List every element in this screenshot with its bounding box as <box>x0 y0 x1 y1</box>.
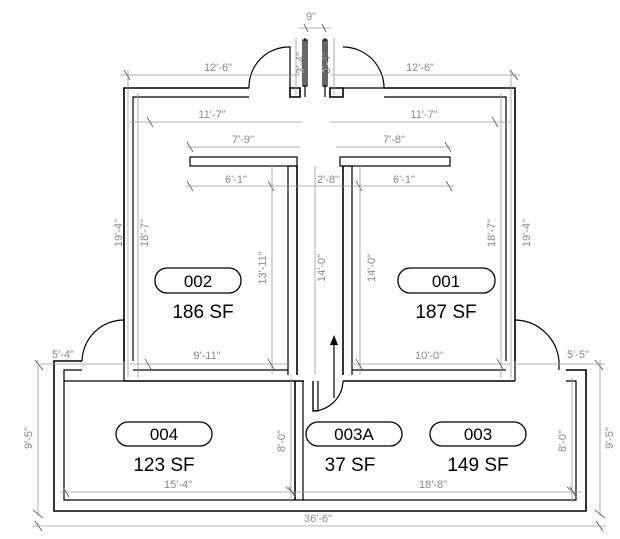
dim-center-left-14-0: 14'-0" <box>316 254 328 282</box>
tick <box>496 358 504 370</box>
door-corridor-leaf <box>312 381 319 412</box>
dim-right-8-0: 8'-0" <box>557 430 569 452</box>
dim-top-left: 12'-6" <box>204 62 232 74</box>
lower-left-top-join <box>64 361 125 382</box>
room-tag-003a[interactable]: 003A 37 SF <box>305 421 403 476</box>
room-number: 003A <box>334 425 374 444</box>
wall-top-center-left <box>289 87 301 98</box>
dim-overall: 36'-6" <box>304 513 332 525</box>
wall-upper-right-inner <box>384 96 507 361</box>
dim-door-left: 3'-4" <box>295 52 307 74</box>
dim-inner-left: 11'-7" <box>198 109 225 121</box>
lower-inner-wall <box>63 369 577 501</box>
tick <box>595 520 604 532</box>
dim-inner-right: 11'-7" <box>410 109 437 121</box>
room-area: 186 SF <box>172 302 233 323</box>
dim-left-outer: 19'-4" <box>113 219 125 247</box>
wall-upper-right-outer <box>384 87 516 361</box>
dimension-lines <box>32 23 606 532</box>
wall-upper-left-outer <box>123 87 249 361</box>
tick <box>321 23 327 33</box>
room-number: 001 <box>432 272 460 291</box>
dim-right-6-1: 6'-1" <box>393 174 415 186</box>
tick <box>186 180 194 192</box>
dim-right-inner: 18'-7" <box>486 219 498 247</box>
dim-bottom-18-8: 18'-8" <box>419 479 447 491</box>
tick <box>303 23 309 33</box>
dim-left-8-0: 8'-0" <box>276 430 288 452</box>
room-area: 37 SF <box>325 455 376 476</box>
door-top-right-swing <box>342 46 385 89</box>
tick <box>186 141 194 153</box>
tick <box>267 180 275 192</box>
room-tag-box <box>154 267 242 294</box>
partition-left <box>189 156 298 167</box>
tick <box>34 359 44 371</box>
walls <box>53 38 587 512</box>
room-tag-box <box>305 421 403 447</box>
tick <box>569 486 577 498</box>
dim-partition-right: 7'-8" <box>383 134 405 146</box>
room-tag-box <box>429 421 527 447</box>
dim-left-6-1: 6'-1" <box>225 174 247 186</box>
tick <box>594 509 606 519</box>
dim-left-13-11: 13'-11" <box>257 251 269 284</box>
room-tag-002[interactable]: 002 186 SF <box>154 267 242 323</box>
room-tag-001[interactable]: 001 187 SF <box>397 267 496 323</box>
dimension-labels: 9" 3'-4" 3'-4" 12'-6" 12'-6" 11'-7" 11'-… <box>23 11 616 525</box>
dim-left-inner: 18'-7" <box>139 219 151 247</box>
room-number: 002 <box>184 272 212 291</box>
dim-door-lower-left: 5'-4" <box>52 349 74 361</box>
room-tag-box <box>397 267 496 294</box>
tick <box>144 358 152 370</box>
tick <box>34 520 43 532</box>
dim-door-right: 3'-4" <box>321 52 333 74</box>
room-area: 149 SF <box>447 455 508 476</box>
wall-gap-post-left <box>302 39 308 87</box>
tick <box>445 180 453 192</box>
dim-gap-top: 9" <box>306 11 316 23</box>
dim-top-right: 12'-6" <box>406 62 434 74</box>
lower-outer-wall <box>53 360 587 512</box>
wall-top-center-right <box>329 87 344 98</box>
dim-center-2-8: 2'-8" <box>317 174 339 186</box>
tick <box>146 116 154 128</box>
room-area: 187 SF <box>415 302 476 323</box>
tick <box>62 486 70 498</box>
room-number: 003 <box>464 425 492 444</box>
tick <box>123 69 131 81</box>
dim-center-right-14-0: 14'-0" <box>366 254 378 282</box>
dim-right-outer: 19'-4" <box>521 219 533 247</box>
doors <box>81 46 560 412</box>
tick <box>288 486 296 498</box>
arrow-head <box>330 335 338 345</box>
room-tag-003[interactable]: 003 149 SF <box>429 421 527 476</box>
dim-left-9-5: 9'-5" <box>23 427 35 449</box>
wall-gap-post-right <box>322 39 328 87</box>
tick <box>355 180 363 192</box>
dim-bottom-right: 10'-0" <box>415 350 443 362</box>
room-tag-004[interactable]: 004 123 SF <box>115 421 213 476</box>
dim-partition-left: 7'-9" <box>232 134 254 146</box>
room-area: 123 SF <box>133 455 194 476</box>
tick <box>491 116 499 128</box>
partition-right <box>339 156 451 167</box>
tick <box>267 358 275 370</box>
dim-right-9-5: 9'-5" <box>604 427 616 449</box>
door-lower-left-swing <box>81 319 125 362</box>
dim-bottom-15-4: 15'-4" <box>164 479 192 491</box>
dim-bottom-left: 9'-11" <box>193 350 220 362</box>
tick <box>594 359 604 371</box>
tick <box>32 509 44 519</box>
door-lower-right-swing <box>514 319 560 370</box>
tick <box>444 141 452 153</box>
dim-door-lower-right: 5'-5" <box>567 349 589 361</box>
room-number: 004 <box>150 425 178 444</box>
door-top-left-swing <box>248 46 291 89</box>
tick <box>355 358 363 370</box>
room-tag-box <box>115 421 213 447</box>
wall-upper-left-inner <box>132 96 249 361</box>
